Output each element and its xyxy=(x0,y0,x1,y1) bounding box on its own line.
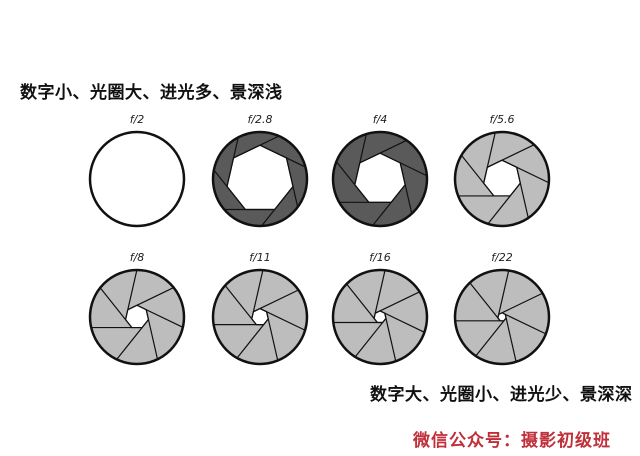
aperture-f2-8: f/2.8 xyxy=(205,113,315,233)
aperture-diagram-icon xyxy=(331,268,429,366)
aperture-f8: f/8 xyxy=(82,251,192,371)
heading-large-aperture: 数字小、光圈大、进光多、景深浅 xyxy=(20,83,283,103)
aperture-f5-6: f/5.6 xyxy=(447,113,557,233)
aperture-diagram-icon xyxy=(331,130,429,228)
aperture-label: f/5.6 xyxy=(489,113,515,126)
aperture-diagram-icon xyxy=(453,130,551,228)
aperture-f2: f/2 xyxy=(82,113,192,233)
aperture-f4: f/4 xyxy=(325,113,435,233)
wechat-credit: 微信公众号：摄影初级班 xyxy=(413,431,611,451)
aperture-diagram-icon xyxy=(211,268,309,366)
aperture-label: f/16 xyxy=(369,251,391,264)
aperture-label: f/2.8 xyxy=(247,113,273,126)
aperture-label: f/11 xyxy=(249,251,271,264)
aperture-label: f/8 xyxy=(129,251,145,264)
aperture-f11: f/11 xyxy=(205,251,315,371)
aperture-diagram-icon xyxy=(88,268,186,366)
aperture-diagram-icon xyxy=(211,130,309,228)
aperture-label: f/4 xyxy=(372,113,388,126)
aperture-diagram-icon xyxy=(453,268,551,366)
aperture-f16: f/16 xyxy=(325,251,435,371)
aperture-f22: f/22 xyxy=(447,251,557,371)
aperture-label: f/2 xyxy=(129,113,145,126)
aperture-label: f/22 xyxy=(491,251,513,264)
aperture-diagram-icon xyxy=(88,130,186,228)
heading-small-aperture: 数字大、光圈小、进光少、景深深 xyxy=(370,385,633,405)
